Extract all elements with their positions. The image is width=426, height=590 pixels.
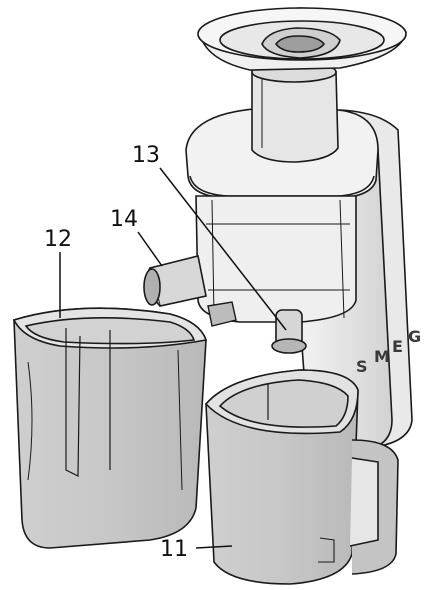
callout-leaders: [59, 167, 287, 549]
brand-lettering: S M E G: [356, 327, 421, 376]
safety-clip: [207, 301, 237, 327]
juice-outlet-cap: [271, 309, 307, 354]
feed-chute: [251, 61, 339, 163]
pulp-container: [12, 307, 208, 549]
brand-letter-s: S: [356, 357, 368, 376]
callout-13: 13: [132, 143, 160, 168]
hopper-funnel: [197, 7, 407, 71]
leader-13: [159, 167, 287, 331]
brand-letter-e: E: [392, 337, 403, 356]
callout-labels: 13 14 12 11: [44, 143, 188, 562]
callout-11: 11: [160, 537, 188, 562]
leader-11: [195, 545, 233, 549]
leader-14: [137, 231, 163, 267]
brand-letter-g: G: [408, 327, 421, 346]
pulp-outlet: [143, 255, 207, 307]
brand-letter-m: M: [374, 347, 390, 366]
callout-12: 12: [44, 227, 72, 252]
callout-14: 14: [110, 207, 138, 232]
juice-jug: [204, 369, 399, 585]
